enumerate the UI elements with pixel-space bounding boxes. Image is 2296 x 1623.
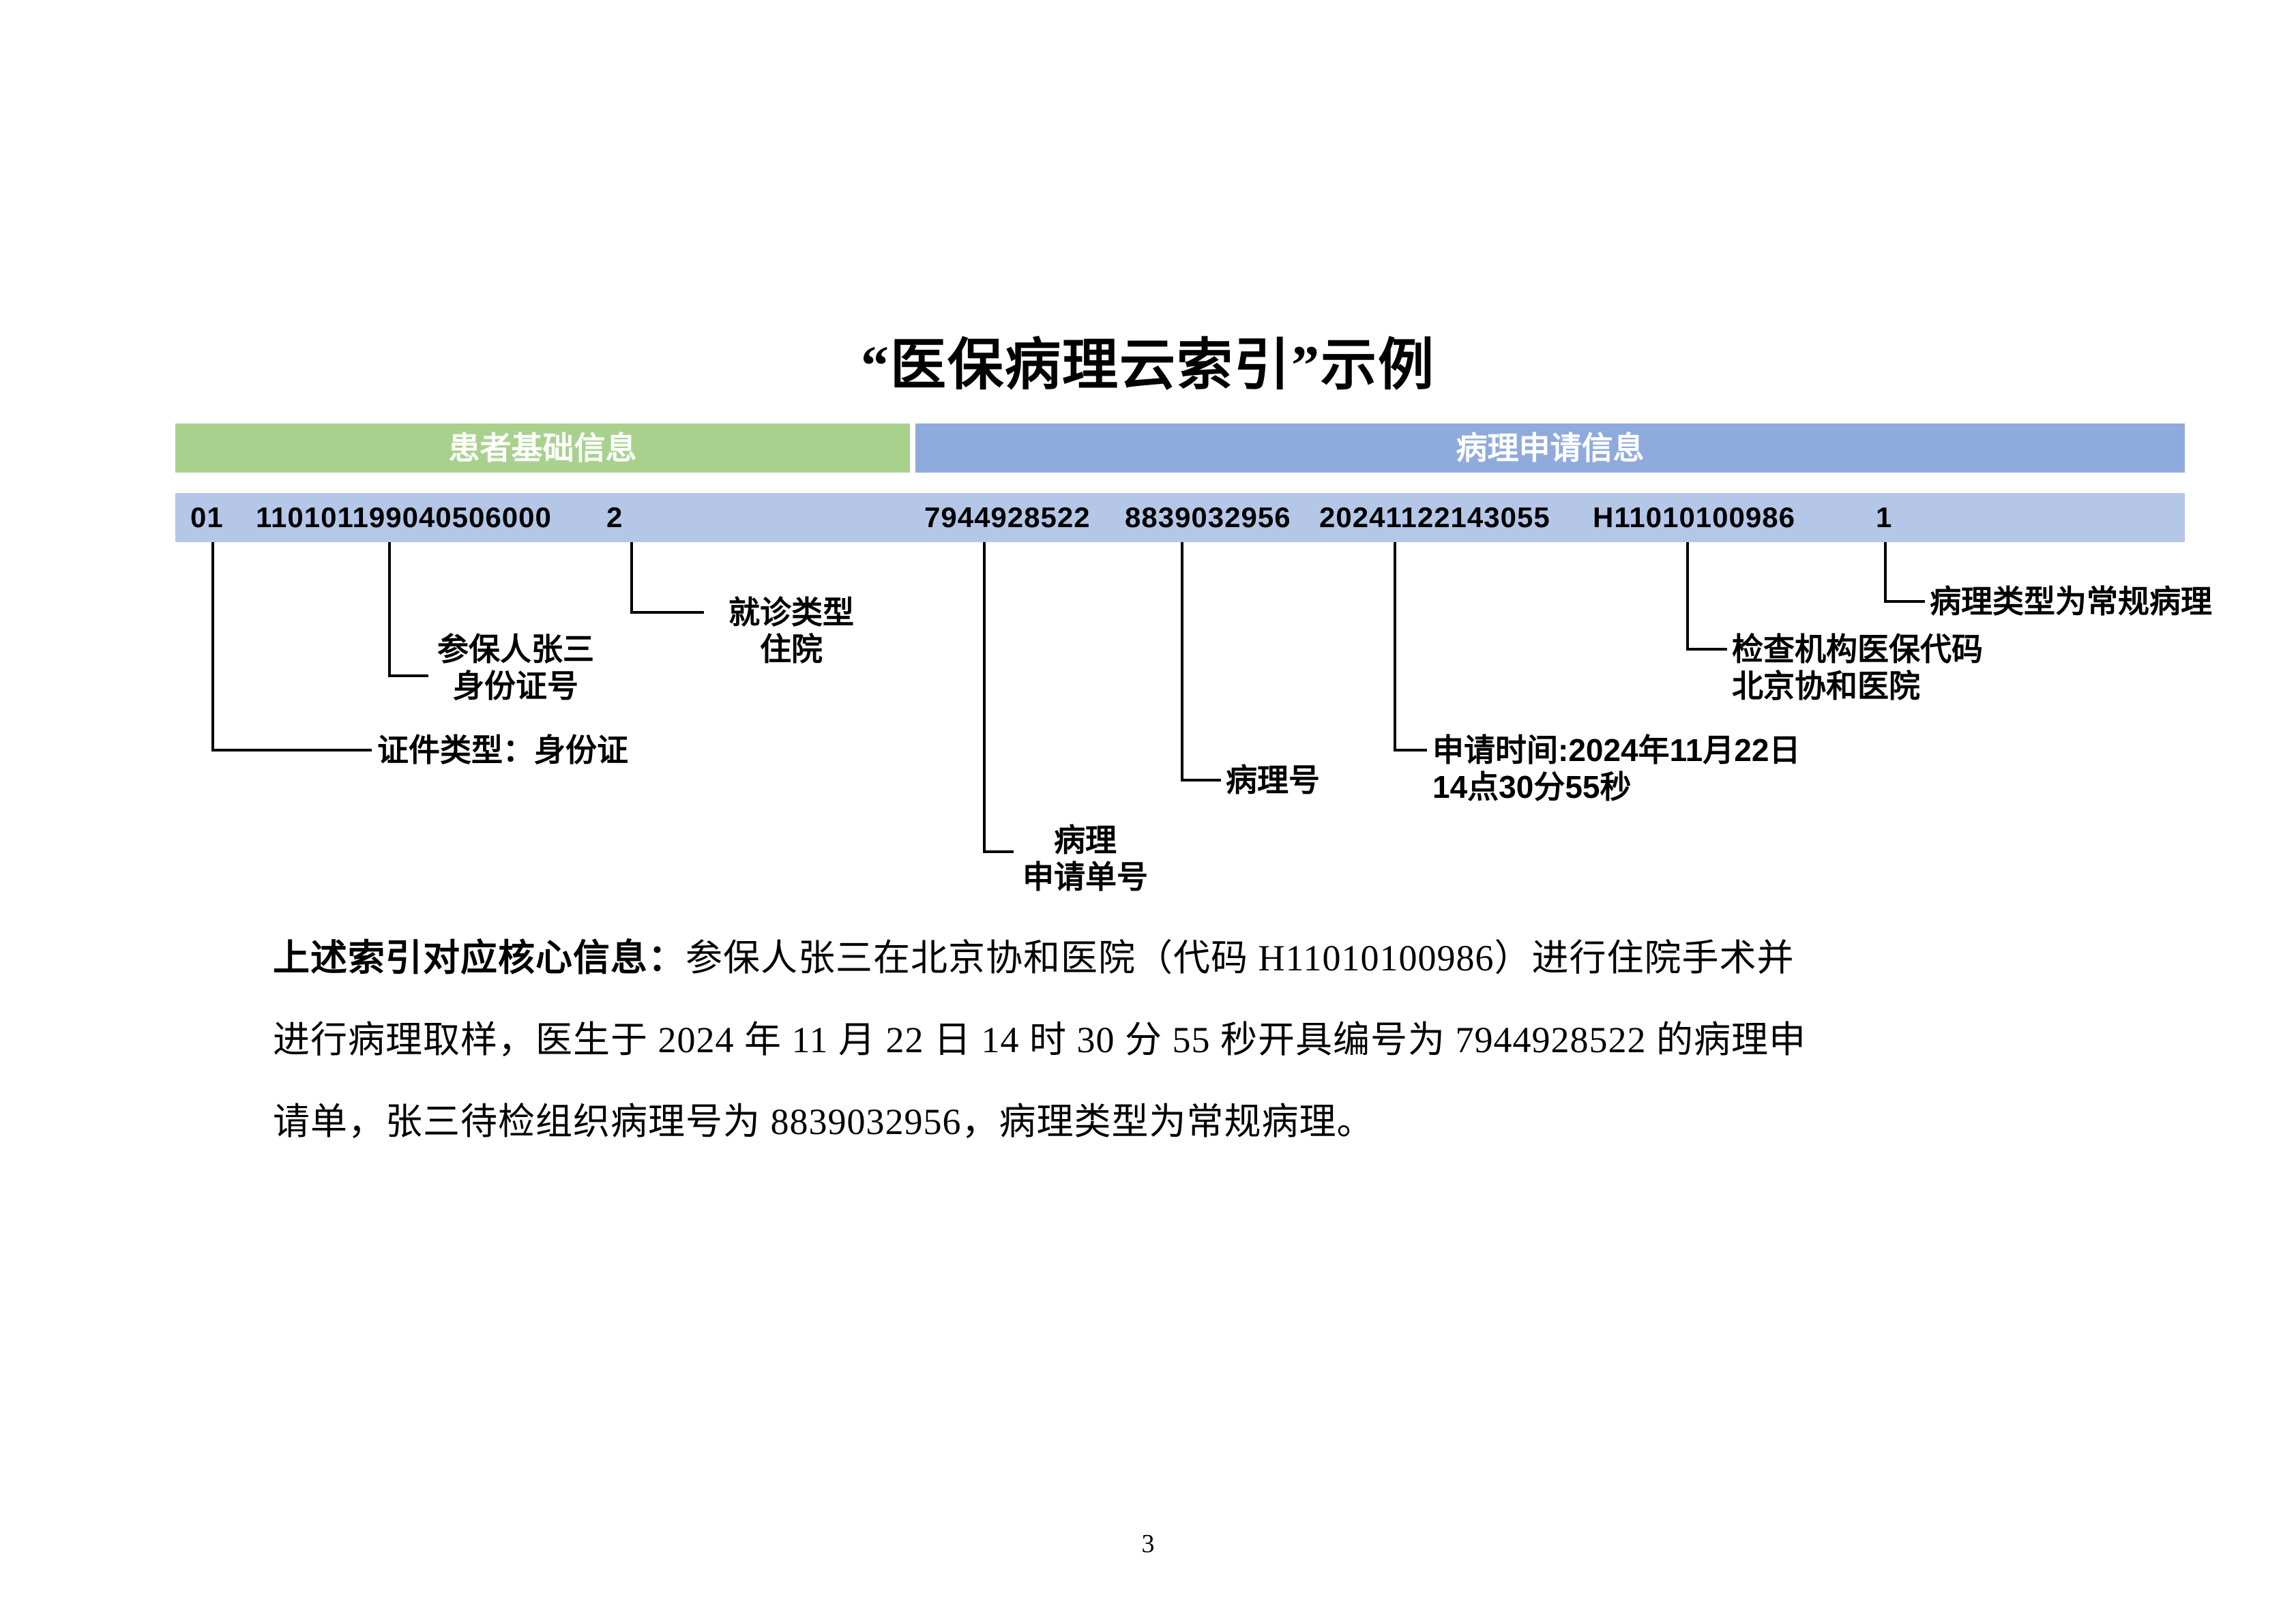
header-patient-basic-info: 患者基础信息 xyxy=(175,423,910,473)
value-request-number: 7944928522 xyxy=(924,501,1091,533)
value-id-number: 110101199040506000 xyxy=(256,501,552,533)
callout-org-code-line1: 检查机构医保代码 xyxy=(1732,631,1983,667)
summary-lead: 上述索引对应核心信息： xyxy=(273,938,686,979)
callout-label-request-time: 申请时间:2024年11月22日 14点30分55秒 xyxy=(1432,732,1800,805)
page-title: “医保病理云索引”示例 xyxy=(860,334,1435,396)
summary-paragraph: 上述索引对应核心信息：参保人张三在北京协和医院（代码 H11010100986）… xyxy=(273,917,1806,1163)
summary-line1: 上述索引对应核心信息：参保人张三在北京协和医院（代码 H11010100986）… xyxy=(273,917,1806,999)
callout-label-pathology-type: 病理类型为常规病理 xyxy=(1930,584,2212,619)
callout-label-cert-type: 证件类型：身份证 xyxy=(377,732,628,768)
value-pathology-number: 8839032956 xyxy=(1125,501,1291,533)
callout-insured-line1: 参保人张三 xyxy=(437,631,594,667)
callout-line-pathology-type xyxy=(1884,542,1925,603)
callout-label-org-code: 检查机构医保代码 北京协和医院 xyxy=(1732,631,1983,704)
table-header-row: 患者基础信息 病理申请信息 xyxy=(175,423,2185,473)
callout-request-no-line2: 申请单号 xyxy=(1022,859,1148,895)
callout-request-time-line2: 14点30分55秒 xyxy=(1432,769,1632,805)
callout-org-code-line2: 北京协和医院 xyxy=(1732,668,1920,704)
callout-label-pathology-no: 病理号 xyxy=(1226,762,1320,798)
callout-insured-line2: 身份证号 xyxy=(453,668,578,704)
callout-line-request-time xyxy=(1394,542,1427,751)
callout-line-pathology-no xyxy=(1181,542,1221,781)
callout-line-visit-type xyxy=(630,542,704,614)
header-pathology-request-info: 病理申请信息 xyxy=(915,423,2185,473)
summary-line2: 进行病理取样，医生于 2024 年 11 月 22 日 14 时 30 分 55… xyxy=(273,1019,1806,1060)
summary-line3: 请单，张三待检组织病理号为 8839032956，病理类型为常规病理。 xyxy=(273,1101,1374,1142)
callout-line-insured xyxy=(388,542,428,677)
callout-label-insured: 参保人张三 身份证号 xyxy=(434,631,598,704)
index-value-row: 01 110101199040506000 2 7944928522 88390… xyxy=(175,493,2185,542)
value-visit-type-code: 2 xyxy=(606,501,623,533)
callout-request-time-line1: 申请时间:2024年11月22日 xyxy=(1432,732,1801,768)
callout-line-org-code xyxy=(1686,542,1727,651)
summary-line1-text: 参保人张三在北京协和医院（代码 H11010100986）进行住院手术并 xyxy=(686,938,1795,979)
value-cert-type-code: 01 xyxy=(190,501,224,533)
value-org-code: H11010100986 xyxy=(1593,501,1795,533)
callout-line-request-no xyxy=(983,542,1014,853)
callout-visit-type-line2: 住院 xyxy=(760,631,823,667)
callout-label-request-no: 病理 申请单号 xyxy=(1017,822,1153,895)
page-number: 3 xyxy=(1141,1530,1155,1558)
value-pathology-type-code: 1 xyxy=(1876,501,1893,533)
callout-request-no-line1: 病理 xyxy=(1054,822,1117,858)
value-request-time: 20241122143055 xyxy=(1319,501,1550,533)
callout-label-visit-type: 就诊类型 住院 xyxy=(709,594,873,668)
callout-line-cert-type xyxy=(211,542,372,751)
callout-visit-type-line1: 就诊类型 xyxy=(728,595,854,630)
